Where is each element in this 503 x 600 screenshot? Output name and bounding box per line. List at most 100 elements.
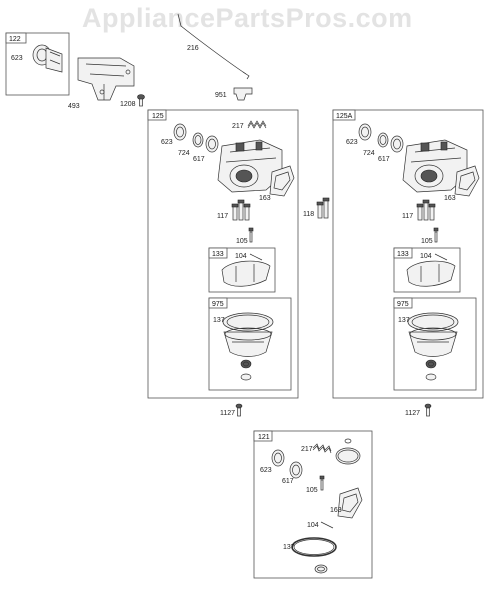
part-label-1127-left[interactable]: 1127 <box>220 410 235 417</box>
assembly-125a-frame <box>332 109 484 399</box>
part-label-1208[interactable]: 1208 <box>120 101 136 108</box>
assembly-133-left-frame <box>208 247 276 293</box>
watermark: AppliancePartsPros.com <box>82 3 413 33</box>
assembly-975-right-tab <box>393 297 413 309</box>
assembly-125: 125 217 623 724 617 163 <box>147 109 299 399</box>
part-104-pin <box>249 253 263 261</box>
part-label-104[interactable]: 104 <box>235 253 247 260</box>
assembly-133-left-label[interactable]: 133 <box>212 251 224 258</box>
assembly-121-label[interactable]: 121 <box>258 434 270 441</box>
assembly-975-left-label[interactable]: 975 <box>212 301 224 308</box>
part-724-ring <box>377 132 389 148</box>
part-bowl-nut <box>425 359 437 369</box>
part-label-105[interactable]: 105 <box>236 238 248 245</box>
part-label-724[interactable]: 724 <box>363 150 375 157</box>
part-bowl-washer <box>425 373 437 381</box>
part-label-617[interactable]: 617 <box>282 478 294 485</box>
part-216-link-rod <box>177 13 250 80</box>
part-label-118[interactable]: 118 <box>303 211 314 218</box>
part-951-clip <box>233 87 253 101</box>
assembly-122-label[interactable]: 122 <box>9 36 21 43</box>
part-117-jets <box>231 199 251 221</box>
part-float <box>221 260 271 287</box>
part-label-104[interactable]: 104 <box>420 253 432 260</box>
assembly-975-left-tab <box>208 297 228 309</box>
assembly-133-left-tab <box>208 247 228 259</box>
part-label-216[interactable]: 216 <box>187 45 199 52</box>
part-label-623[interactable]: 623 <box>11 55 23 62</box>
part-1127-bolt-left <box>235 403 243 417</box>
part-label-105[interactable]: 105 <box>421 238 433 245</box>
part-label-163[interactable]: 163 <box>259 195 271 202</box>
assembly-121: 121 217 623 617 105 163 104 <box>253 430 373 579</box>
part-623-oring <box>271 449 285 467</box>
part-label-617[interactable]: 617 <box>378 156 390 163</box>
part-label-137[interactable]: 137 <box>283 544 295 551</box>
part-carburetor-body <box>402 139 468 193</box>
part-493-bracket <box>77 57 135 101</box>
part-label-617[interactable]: 617 <box>193 156 205 163</box>
part-bowl-washer <box>314 564 328 574</box>
part-label-1127-right[interactable]: 1127 <box>405 410 420 417</box>
part-label-623[interactable]: 623 <box>161 139 173 146</box>
assembly-121-frame <box>253 430 373 579</box>
assembly-121-tab <box>253 430 273 442</box>
part-float <box>406 260 456 287</box>
part-label-724[interactable]: 724 <box>178 150 190 157</box>
assembly-122: 122 623 <box>5 32 70 96</box>
part-label-217[interactable]: 217 <box>232 123 244 130</box>
part-105-pin <box>433 227 439 243</box>
part-label-137[interactable]: 137 <box>213 317 225 324</box>
part-105-pin <box>319 475 325 491</box>
assembly-133-left: 133 104 <box>208 247 276 293</box>
part-104-pin <box>320 521 334 529</box>
part-label-104[interactable]: 104 <box>307 522 319 529</box>
assembly-975-left-frame <box>208 297 292 391</box>
assembly-125-tab <box>147 109 167 121</box>
part-217-spring <box>312 443 332 454</box>
assembly-125a-tab <box>332 109 356 121</box>
part-label-493[interactable]: 493 <box>68 103 80 110</box>
part-label-163[interactable]: 163 <box>330 507 342 514</box>
part-617-gasket <box>289 461 303 479</box>
assembly-133-right: 133 104 <box>393 247 461 293</box>
assembly-125a: 125A 623 724 617 163 117 <box>332 109 484 399</box>
assembly-975-right: 975 137 <box>393 297 477 391</box>
part-label-163[interactable]: 163 <box>444 195 456 202</box>
assembly-125-label[interactable]: 125 <box>152 113 164 120</box>
assembly-122-frame <box>5 32 70 96</box>
part-217-spring <box>247 120 267 129</box>
part-label-623[interactable]: 623 <box>260 467 272 474</box>
part-105-pin <box>248 227 254 243</box>
assembly-975-right-frame <box>393 297 477 391</box>
assembly-125-frame <box>147 109 299 399</box>
part-137-float-bowl <box>407 312 459 357</box>
part-623-housing <box>32 44 63 73</box>
assembly-975-left: 975 137 <box>208 297 292 391</box>
part-617-gasket <box>390 135 404 153</box>
part-label-117[interactable]: 117 <box>217 213 228 220</box>
assembly-975-right-label[interactable]: 975 <box>397 301 409 308</box>
part-137-float-bowl <box>222 312 274 357</box>
part-label-137[interactable]: 137 <box>398 317 410 324</box>
assembly-125a-label[interactable]: 125A <box>336 113 353 120</box>
part-label-623[interactable]: 623 <box>346 139 358 146</box>
part-label-951[interactable]: 951 <box>215 92 227 99</box>
part-label-105[interactable]: 105 <box>306 487 318 494</box>
assembly-133-right-tab <box>393 247 413 259</box>
assembly-133-right-label[interactable]: 133 <box>397 251 409 258</box>
part-label-117[interactable]: 117 <box>402 213 413 220</box>
part-bowl-nut <box>240 359 252 369</box>
part-617-gasket <box>205 135 219 153</box>
assembly-122-tab <box>5 32 27 44</box>
part-oring-large <box>335 438 361 465</box>
part-label-217[interactable]: 217 <box>301 446 313 453</box>
part-1127-bolt-right <box>424 403 432 417</box>
part-carburetor-body <box>217 139 283 193</box>
part-1208-screw <box>137 94 145 107</box>
part-104-pin <box>434 253 448 261</box>
part-117-jets <box>416 199 436 221</box>
part-623-oring <box>358 123 372 141</box>
part-724-ring <box>192 132 204 148</box>
